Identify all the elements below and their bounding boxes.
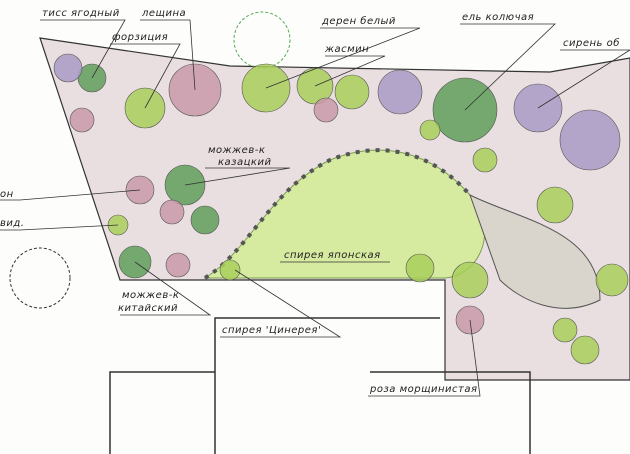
label-spiraea-japonica: спирея японская xyxy=(284,250,381,261)
leader-line xyxy=(368,319,481,397)
shrub-green-plant xyxy=(552,317,578,343)
tree-symbol xyxy=(9,247,71,309)
shrub-green-plant xyxy=(334,74,370,110)
plants xyxy=(53,53,629,365)
leader-line xyxy=(0,189,141,201)
shrub-pink-plant xyxy=(165,252,191,278)
label-left-cut-2: вид. xyxy=(0,218,25,229)
label-syringa: сирень об xyxy=(563,37,620,49)
shrub-green-plant xyxy=(419,119,441,141)
label-cornus: дерен белый xyxy=(321,15,396,27)
tree-symbol-far xyxy=(233,11,291,69)
leader-line xyxy=(314,55,386,87)
shrub-purple-plant xyxy=(377,69,423,115)
label-juniper-chinensis-2: китайский xyxy=(118,303,178,314)
stepping-stone-path xyxy=(203,148,472,280)
shrub-green-plant xyxy=(536,186,574,224)
shrub-pink-plant xyxy=(159,199,185,225)
house-outline xyxy=(214,317,440,454)
house-outline-outer xyxy=(109,371,215,454)
shrub-green-plant xyxy=(595,263,629,297)
shrub-pink-plant xyxy=(313,97,339,123)
label-jasmine: жасмин xyxy=(324,44,369,55)
leader-line xyxy=(184,167,291,186)
label-juniper-sabina-1: можжев-к xyxy=(208,145,265,156)
leader-line xyxy=(537,49,630,109)
label-rosa-rugosa: роза морщинистая xyxy=(369,384,478,395)
label-left-cut-1: он xyxy=(0,189,14,200)
shrub-green-plant xyxy=(405,253,435,283)
leader-line xyxy=(265,27,421,89)
leader-line xyxy=(40,19,126,79)
label-juniper-sabina-2: казацкий xyxy=(218,157,271,168)
shrub-purple-plant xyxy=(53,53,83,83)
shrub-green-plant xyxy=(570,335,600,365)
leader-line xyxy=(110,43,181,109)
terrace-outline xyxy=(370,371,531,454)
leader-line xyxy=(120,261,212,316)
label-forsythia: форзиция xyxy=(112,32,168,43)
shrub-green-plant xyxy=(219,259,241,281)
shrub-pink-plant xyxy=(69,107,95,133)
leader-line xyxy=(220,269,342,338)
shrub-green-plant xyxy=(451,261,489,299)
shrub-green-plant xyxy=(472,147,498,173)
leader-line xyxy=(0,224,119,231)
label-spiraea-cinerea: спирея 'Цинерея' xyxy=(222,325,321,336)
shrub-purple-plant xyxy=(559,109,621,171)
label-juniper-chinensis-1: можжев-к xyxy=(122,290,179,301)
hatched-area xyxy=(469,194,601,309)
label-corylus: лещина xyxy=(141,8,186,19)
label-picea: ель колючая xyxy=(462,12,534,23)
leader-line xyxy=(140,19,196,91)
label-taxus: тисс ягодный xyxy=(42,8,120,19)
leader-line xyxy=(460,23,556,111)
leader-lines xyxy=(0,19,630,397)
conifer-plant xyxy=(190,205,220,235)
